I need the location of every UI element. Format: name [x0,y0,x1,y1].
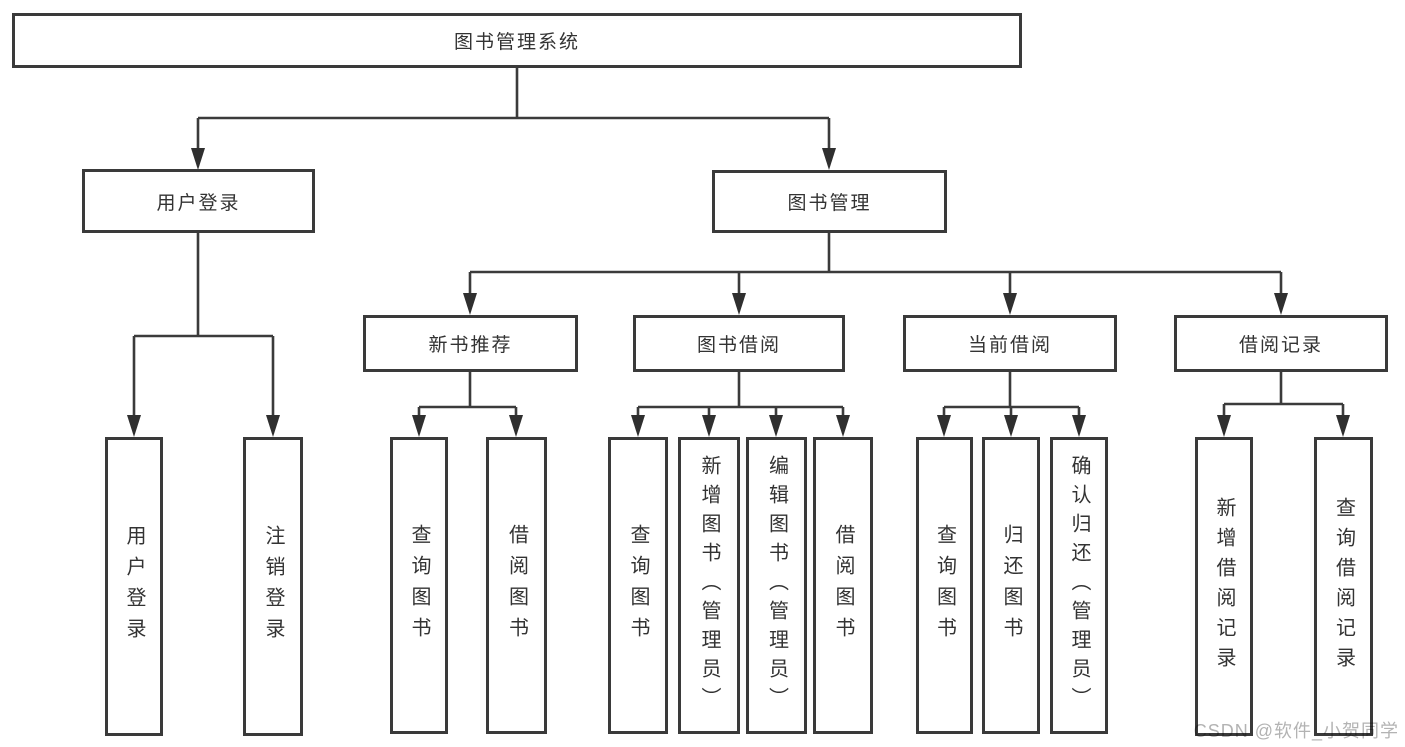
connector-userlogin-to-leaves [127,233,280,437]
leaf-confirm-return-admin-label: 确认归还（管理员） [1068,455,1090,716]
leaf-newbooks-borrow-books-label: 借阅图书 [505,523,528,648]
leaf-confirm-return-admin: 确认归还（管理员） [1050,437,1108,734]
node-book-management: 图书管理 [712,170,947,233]
leaf-current-query-books-label: 查询图书 [933,523,956,648]
node-borrow-records-label: 借阅记录 [1238,335,1323,356]
node-book-management-label: 图书管理 [787,193,872,214]
node-root-system: 图书管理系统 [12,13,1022,68]
node-root-system-label: 图书管理系统 [453,32,580,53]
node-book-borrow-label: 图书借阅 [696,335,781,356]
leaf-edit-books-admin: 编辑图书（管理员） [746,437,807,734]
leaf-query-borrow-record: 查询借阅记录 [1314,437,1373,736]
leaf-borrow-query-books: 查询图书 [608,437,668,734]
connector-bookmgmt-to-level3 [463,233,1288,315]
leaf-newbooks-borrow-books: 借阅图书 [486,437,547,734]
leaf-add-borrow-record-label: 新增借阅记录 [1213,496,1235,677]
leaf-add-books-admin: 新增图书（管理员） [678,437,740,734]
connector-borrow-to-leaves [631,372,850,437]
node-current-borrow-label: 当前借阅 [967,335,1052,356]
connector-root-to-level2 [191,68,836,170]
leaf-newbooks-query-books: 查询图书 [390,437,448,734]
leaf-borrow-books: 借阅图书 [813,437,873,734]
leaf-current-query-books: 查询图书 [916,437,973,734]
leaf-user-login-label: 用户登录 [123,524,145,649]
leaf-add-books-admin-label: 新增图书（管理员） [698,455,720,716]
leaf-user-login: 用户登录 [105,437,163,736]
leaf-edit-books-admin-label: 编辑图书（管理员） [765,455,788,716]
connector-newbooks-to-leaves [412,372,523,437]
node-user-login-label: 用户登录 [156,192,241,214]
connector-current-to-leaves [937,372,1086,437]
leaf-borrow-query-books-label: 查询图书 [627,523,649,648]
leaf-add-borrow-record: 新增借阅记录 [1195,437,1253,736]
leaf-return-books: 归还图书 [982,437,1040,734]
node-book-borrow: 图书借阅 [633,315,845,372]
csdn-watermark: CSDN @软件_小贺同学 [1193,721,1399,741]
node-current-borrow: 当前借阅 [903,315,1117,372]
node-new-book-recommend-label: 新书推荐 [428,335,513,356]
node-new-book-recommend: 新书推荐 [363,315,578,372]
node-user-login: 用户登录 [82,169,315,233]
leaf-logout-label: 注销登录 [262,524,284,649]
leaf-return-books-label: 归还图书 [1000,523,1022,648]
leaf-newbooks-query-books-label: 查询图书 [408,523,430,648]
node-borrow-records: 借阅记录 [1174,315,1388,372]
connector-records-to-leaves [1217,372,1350,437]
leaf-logout: 注销登录 [243,437,303,736]
leaf-query-borrow-record-label: 查询借阅记录 [1332,496,1355,677]
leaf-borrow-books-label: 借阅图书 [832,523,854,648]
